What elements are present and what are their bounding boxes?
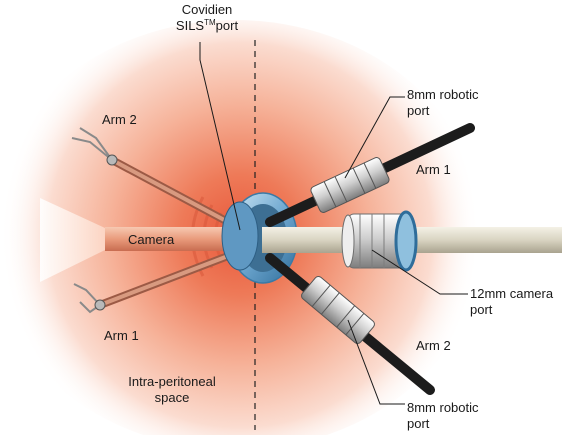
camera-label: Camera xyxy=(128,232,175,247)
arm2-internal-label: Arm 2 xyxy=(102,112,137,127)
sils-port-label-line1: Covidien xyxy=(181,2,233,17)
leader-robotic-port-bottom xyxy=(347,319,405,405)
robotic-port-top-label: 8mm robotic port xyxy=(407,87,479,119)
arm2-internal-instrument xyxy=(71,127,232,226)
intraperitoneal-line1: Intra-peritoneal xyxy=(128,374,216,389)
camera-port-line1: 12mm camera xyxy=(470,286,554,301)
intraperitoneal-space-label: Intra-peritoneal space xyxy=(122,374,222,406)
robotic-port-bottom-line1: 8mm robotic xyxy=(407,400,479,415)
sils-port-label: Covidien SILSTMport xyxy=(170,2,244,34)
robotic-port-bottom-label: 8mm robotic port xyxy=(407,400,479,432)
arm1-internal-label: Arm 1 xyxy=(104,328,139,343)
sils-port-label-line2: SILSTMport xyxy=(175,18,239,33)
leader-robotic-port-top xyxy=(344,96,405,179)
camera-port-external xyxy=(262,210,562,272)
robotic-port-bottom-line2: port xyxy=(407,416,430,431)
camera-port-label: 12mm camera port xyxy=(470,286,553,318)
leader-lines xyxy=(199,42,468,405)
intraperitoneal-line2: space xyxy=(154,390,190,405)
leader-sils-port xyxy=(199,42,241,231)
arm2-external-label: Arm 2 xyxy=(416,338,451,353)
camera-shaft-internal xyxy=(105,227,240,251)
robotic-port-top-line1: 8mm robotic xyxy=(407,87,479,102)
robotic-arm1-external xyxy=(265,123,475,227)
arm1-external-label: Arm 1 xyxy=(416,162,451,177)
robotic-port-top-line2: port xyxy=(407,103,430,118)
camera-port-line2: port xyxy=(470,302,493,317)
camera-light-beam xyxy=(40,198,105,282)
leader-camera-port xyxy=(371,249,468,295)
arm1-internal-instrument xyxy=(73,252,232,314)
